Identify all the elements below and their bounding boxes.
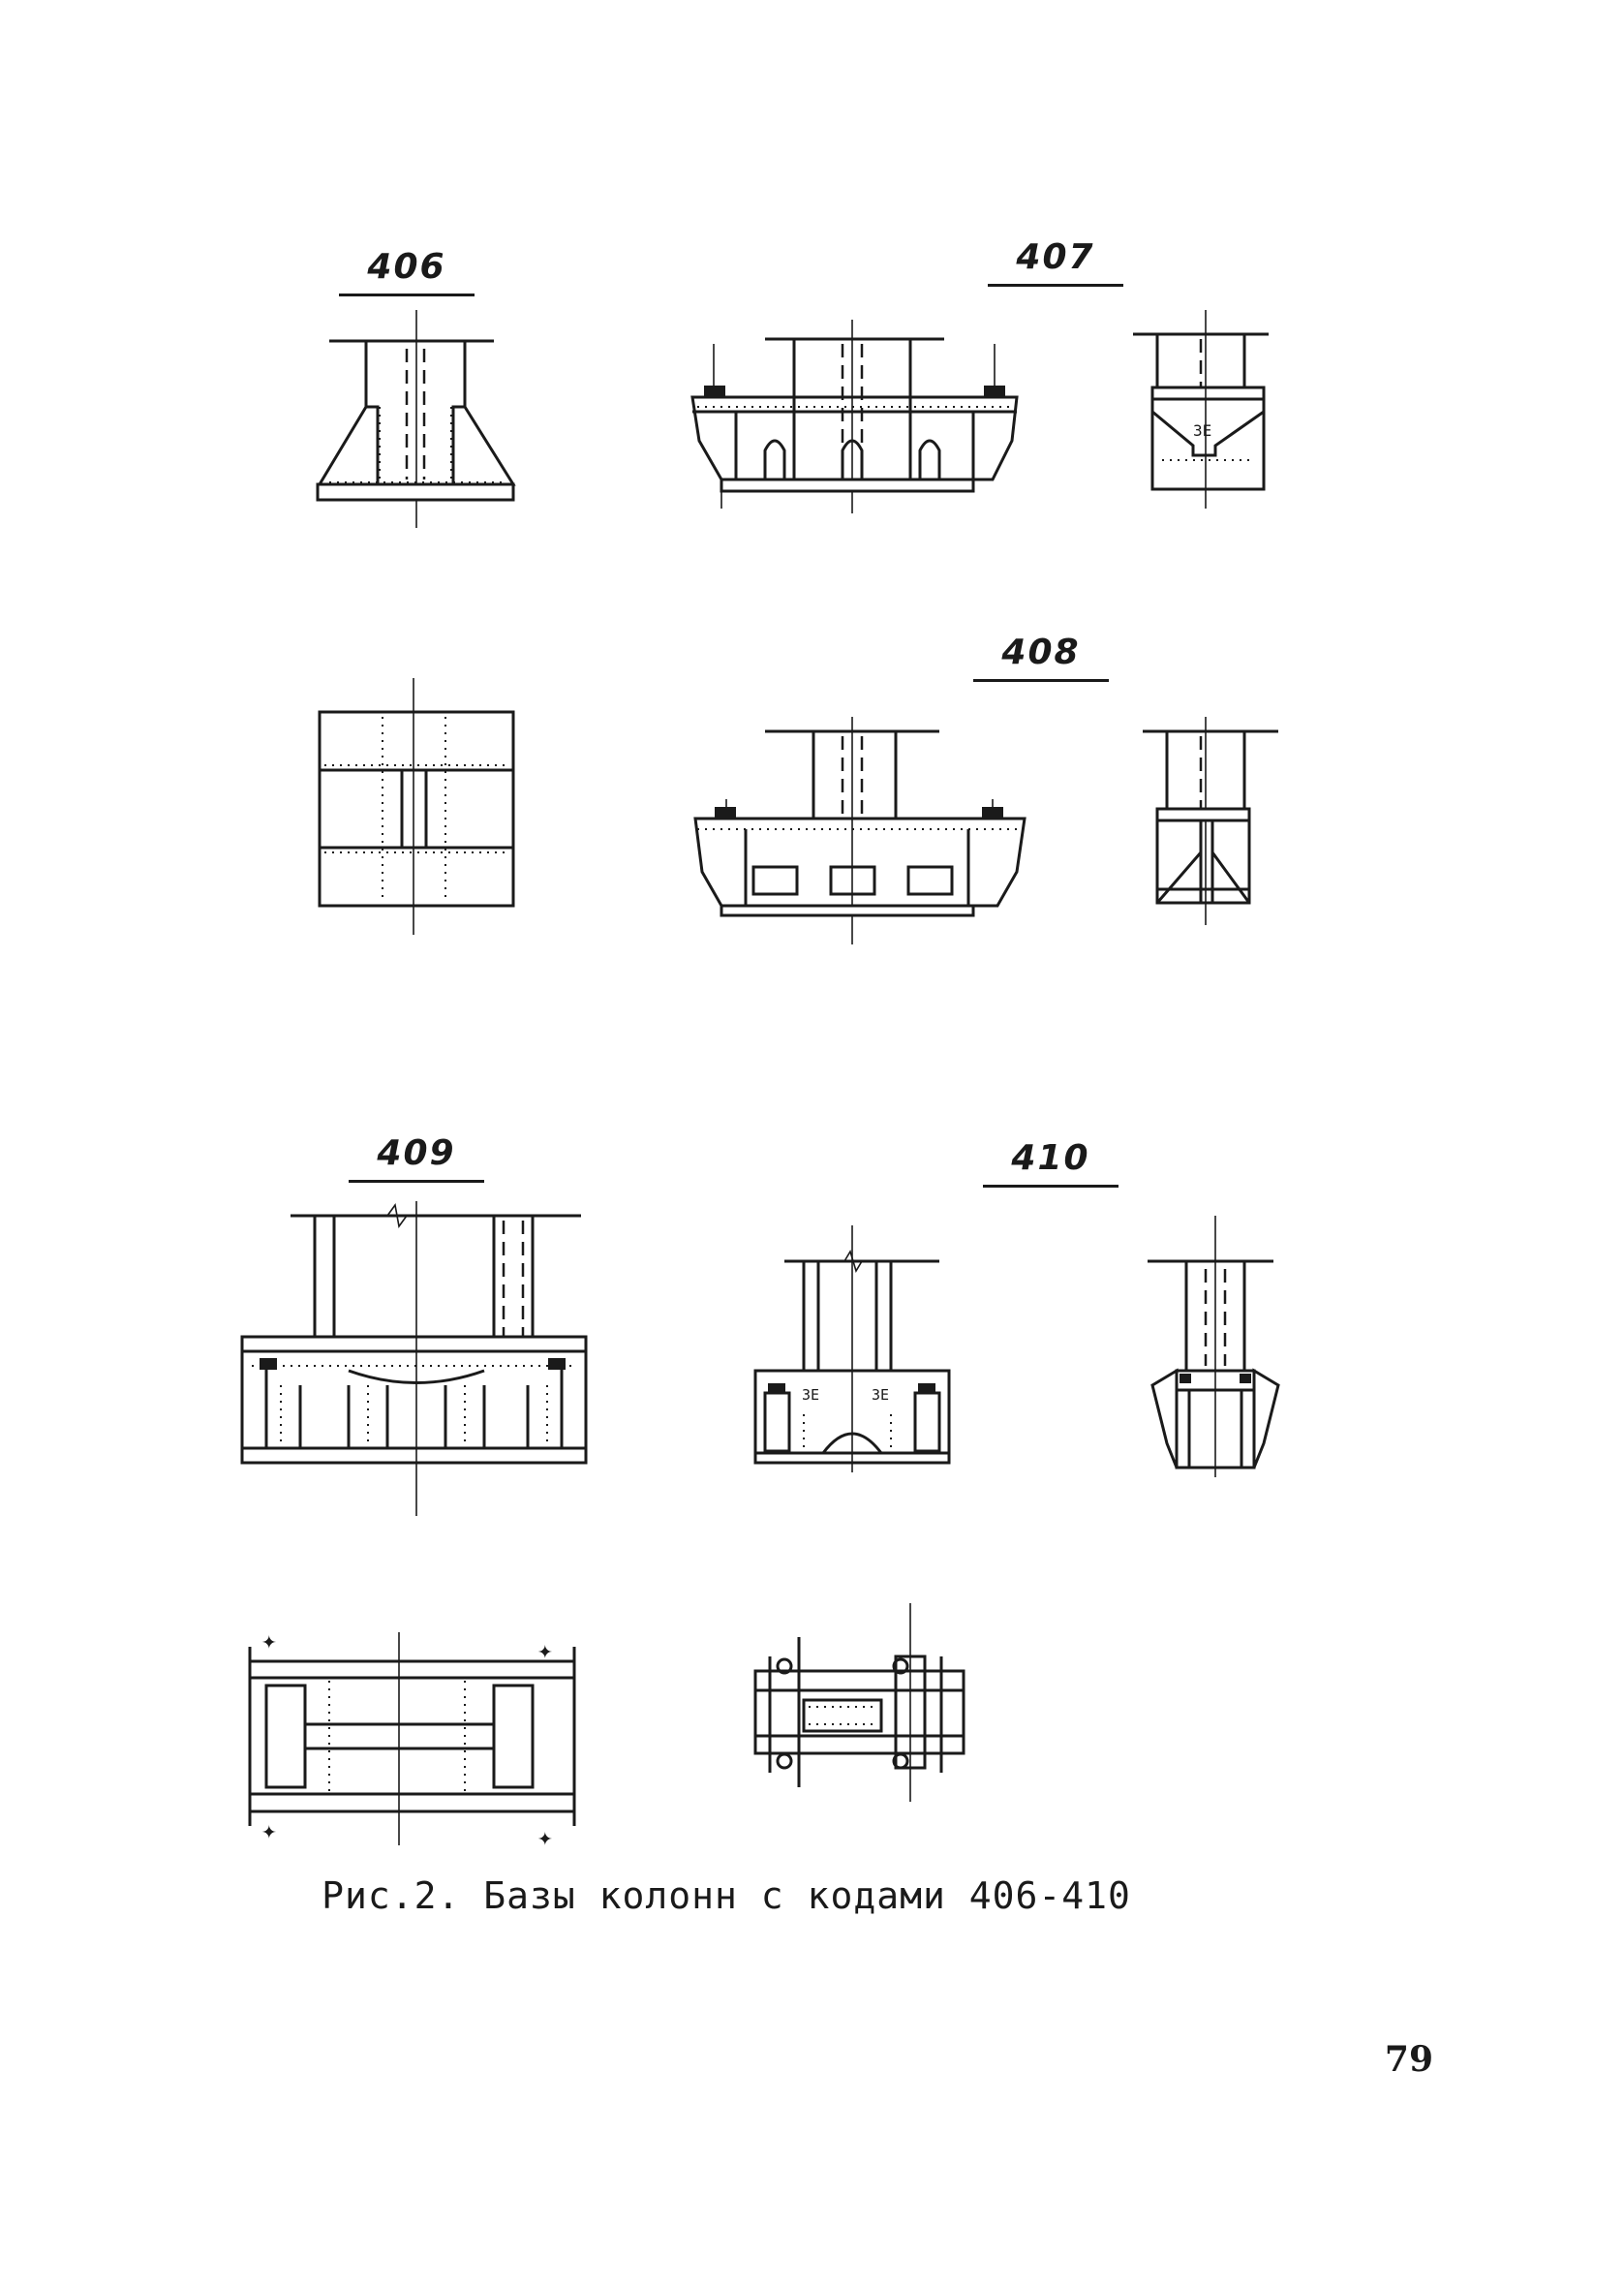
base-410-plan-view [753, 1603, 965, 1802]
figure-label-407: 407 [978, 237, 1133, 287]
base-409-plan-view: ✦ ✦ ✦ ✦ [248, 1626, 576, 1852]
weld-mark-410-left: ЗЕ [802, 1386, 819, 1404]
base-406-front-view [316, 310, 516, 528]
base-408-side-view [1143, 717, 1278, 925]
page-number: 79 [1384, 2039, 1433, 2080]
base-409-front-view [240, 1201, 588, 1516]
anchor-bolt-icon: ✦ [537, 1636, 553, 1665]
base-407-side-view: ЗЕ [1133, 310, 1269, 509]
weld-mark-410-right: ЗЕ [872, 1386, 889, 1404]
anchor-bolt-icon: ✦ [261, 1816, 277, 1845]
base-407-front-view [690, 320, 1019, 513]
base-406-plan-view [318, 678, 515, 935]
anchor-bolt-icon: ✦ [537, 1823, 553, 1852]
anchor-bolt-icon: ✦ [261, 1626, 277, 1655]
base-410-front-view: ЗЕ ЗЕ [753, 1225, 951, 1472]
base-408-front-view [693, 717, 1026, 944]
figure-label-410: 410 [973, 1138, 1128, 1188]
figure-caption: Рис.2. Базы колонн с кодами 406-410 [322, 1874, 1131, 1917]
figure-label-409: 409 [339, 1133, 494, 1183]
figure-label-406: 406 [329, 247, 484, 296]
figure-label-408: 408 [964, 633, 1118, 682]
base-410-side-view [1148, 1216, 1280, 1477]
weld-mark-407: ЗЕ [1193, 421, 1211, 440]
